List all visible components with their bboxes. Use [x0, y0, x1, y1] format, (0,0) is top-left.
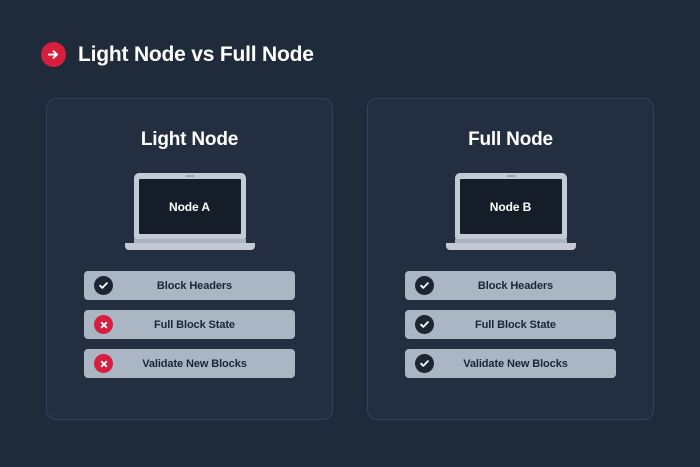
- list-item-label: Block Headers: [477, 279, 554, 292]
- check-circle-icon: [415, 276, 434, 295]
- list-item[interactable]: Validate New Blocks: [405, 349, 616, 378]
- list-item[interactable]: Full Block State: [405, 310, 616, 339]
- list-item-label: Validate New Blocks: [463, 357, 568, 370]
- page-title: Light Node vs Full Node: [78, 42, 314, 66]
- list-item-label: Full Block State: [154, 318, 235, 331]
- laptop-base: [124, 243, 255, 250]
- node-comparison-row: Light Node Node A Block Headers: [46, 98, 654, 420]
- laptop-icon: Node A: [124, 173, 255, 250]
- laptop-screen: Node A: [138, 179, 241, 234]
- laptop-screen: Node B: [459, 179, 562, 234]
- x-circle-icon: [94, 315, 113, 334]
- node-card-light: Light Node Node A Block Headers: [46, 98, 333, 420]
- webcam-icon: [506, 175, 515, 177]
- card-title: Light Node: [140, 129, 239, 150]
- list-item-label: Validate New Blocks: [142, 357, 247, 370]
- list-item[interactable]: Block Headers: [84, 271, 295, 300]
- laptop-hinge: [454, 239, 567, 243]
- card-title: Full Node: [468, 129, 553, 150]
- list-item-label: Full Block State: [475, 318, 556, 331]
- feature-list: Block Headers Full Block State Validate …: [84, 271, 295, 378]
- list-item[interactable]: Full Block State: [84, 310, 295, 339]
- laptop-lid: Node A: [133, 173, 246, 239]
- arrow-right-circle-icon: [41, 42, 66, 67]
- laptop-hinge: [133, 239, 246, 243]
- check-circle-icon: [415, 354, 434, 373]
- x-circle-icon: [94, 354, 113, 373]
- laptop-base: [445, 243, 576, 250]
- list-item[interactable]: Block Headers: [405, 271, 616, 300]
- page-header: Light Node vs Full Node: [41, 42, 314, 67]
- list-item-label: Block Headers: [156, 279, 233, 292]
- node-card-full: Full Node Node B Block Headers: [367, 98, 654, 420]
- laptop-icon: Node B: [445, 173, 576, 250]
- webcam-icon: [185, 175, 194, 177]
- device-label: Node A: [169, 199, 210, 214]
- check-circle-icon: [94, 276, 113, 295]
- laptop-lid: Node B: [454, 173, 567, 239]
- check-circle-icon: [415, 315, 434, 334]
- device-label: Node B: [489, 199, 532, 214]
- list-item[interactable]: Validate New Blocks: [84, 349, 295, 378]
- feature-list: Block Headers Full Block State Validate …: [405, 271, 616, 378]
